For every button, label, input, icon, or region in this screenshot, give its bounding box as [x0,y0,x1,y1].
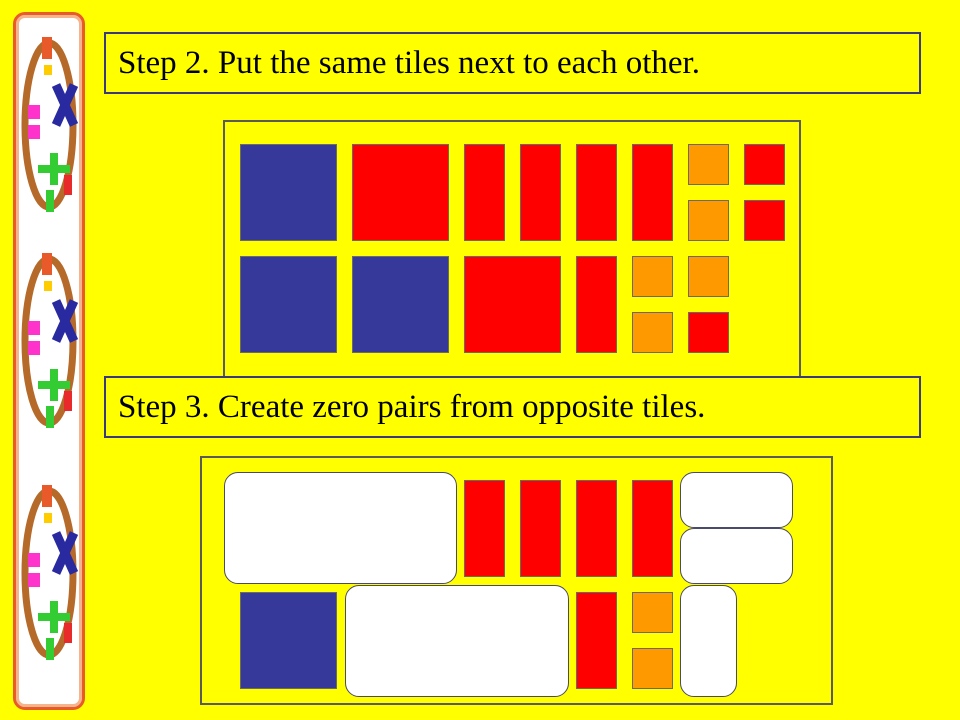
negative-x-tile [464,480,505,577]
decorative-sidebar [13,12,85,710]
zero-pair-x-squared [224,472,457,584]
x-squared-tile [240,144,337,241]
positive-one-tile [688,256,729,297]
positive-one-tile [632,648,673,689]
negative-x-squared-tile [464,256,561,353]
x-squared-tile [240,592,337,689]
negative-x-tile [520,480,561,577]
negative-x-tile [464,144,505,241]
negative-one-tile [744,200,785,241]
positive-one-tile [632,592,673,633]
x-squared-tile [240,256,337,353]
positive-one-tile [632,256,673,297]
positive-one-tile [632,312,673,353]
algebra-logo-icon [16,37,82,707]
negative-x-tile [576,256,617,353]
negative-one-tile [744,144,785,185]
negative-x-squared-tile [352,144,449,241]
positive-one-tile [688,200,729,241]
negative-x-tile [576,144,617,241]
zero-pair-x-squared [345,585,569,697]
negative-x-tile [576,592,617,689]
negative-x-tile [576,480,617,577]
zero-pair-one [680,472,793,528]
negative-x-tile [632,480,673,577]
step-2-caption: Step 2. Put the same tiles next to each … [104,32,921,94]
negative-x-tile [632,144,673,241]
x-squared-tile [352,256,449,353]
zero-pair-one [680,585,737,697]
zero-pair-one [680,528,793,584]
step-3-caption: Step 3. Create zero pairs from opposite … [104,376,921,438]
negative-one-tile [688,312,729,353]
positive-one-tile [688,144,729,185]
negative-x-tile [520,144,561,241]
